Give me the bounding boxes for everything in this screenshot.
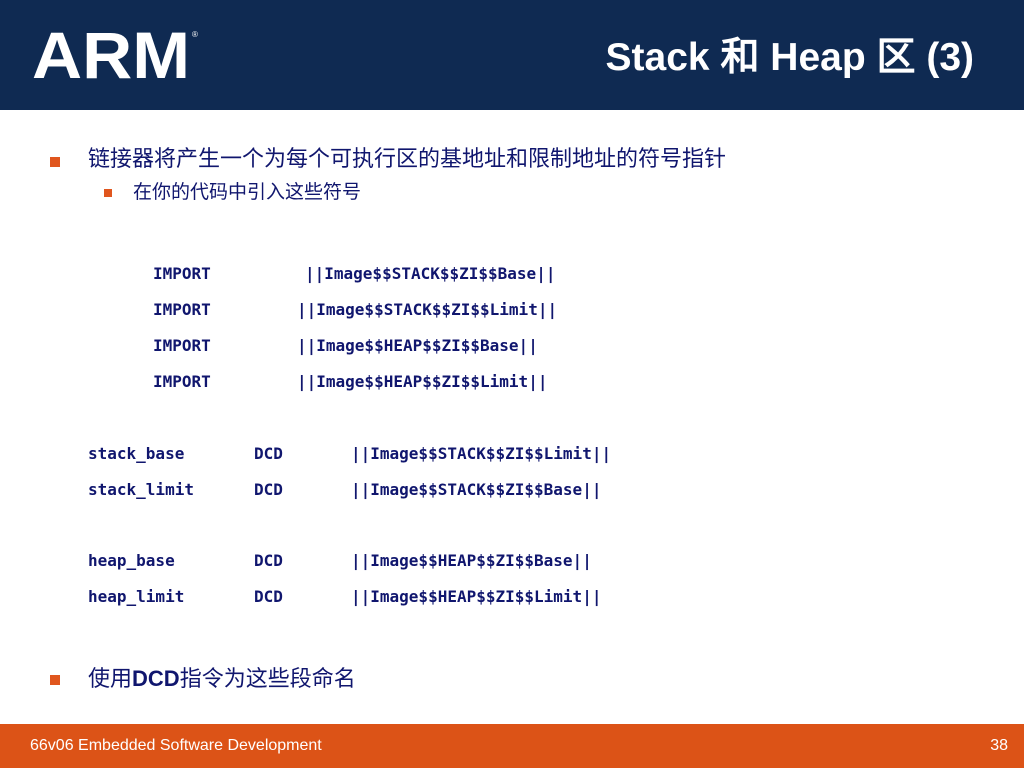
bullet-square-icon: [50, 157, 60, 167]
import-keyword: IMPORT: [153, 372, 211, 391]
bullet-text-2-suffix: 指令为这些段命名: [179, 667, 356, 692]
def-directive: DCD: [254, 551, 283, 570]
bullet-text-2-keyword: DCD: [132, 666, 180, 691]
import-symbol: ||Image$$STACK$$ZI$$Base||: [305, 264, 556, 283]
def-directive: DCD: [254, 444, 283, 463]
bullet-text-1: 链接器将产生一个为每个可执行区的基地址和限制地址的符号指针: [88, 147, 727, 172]
def-directive: DCD: [254, 480, 283, 499]
def-label: heap_limit: [88, 587, 185, 606]
slide-title: Stack 和 Heap 区 (3): [605, 36, 974, 79]
import-keyword: IMPORT: [153, 264, 211, 283]
svg-text:®: ®: [192, 30, 198, 39]
def-value: ||Image$$STACK$$ZI$$Limit||: [351, 444, 612, 463]
page-number: 38: [990, 737, 1008, 754]
import-symbol: ||Image$$HEAP$$ZI$$Base||: [297, 336, 538, 355]
arm-logo-text: ARM: [32, 27, 190, 83]
def-directive: DCD: [254, 587, 283, 606]
def-value: ||Image$$HEAP$$ZI$$Limit||: [351, 587, 602, 606]
import-keyword: IMPORT: [153, 300, 211, 319]
header-bar: ARM ® Stack 和 Heap 区 (3): [0, 0, 1024, 110]
def-label: heap_base: [88, 551, 175, 570]
def-label: stack_base: [88, 444, 185, 463]
def-value: ||Image$$STACK$$ZI$$Base||: [351, 480, 602, 499]
def-label: stack_limit: [88, 480, 194, 499]
import-symbol: ||Image$$HEAP$$ZI$$Limit||: [297, 372, 548, 391]
footer-course-title: 66v06 Embedded Software Development: [30, 737, 322, 754]
def-value: ||Image$$HEAP$$ZI$$Base||: [351, 551, 592, 570]
sub-bullet-text-1: 在你的代码中引入这些符号: [133, 181, 362, 203]
bullet-text-2-prefix: 使用: [88, 667, 133, 692]
import-keyword: IMPORT: [153, 336, 211, 355]
bullet-square-icon: [50, 675, 60, 685]
import-symbol: ||Image$$STACK$$ZI$$Limit||: [297, 300, 558, 319]
sub-bullet-square-icon: [104, 189, 112, 197]
bullet-text-2: 使用DCD指令为这些段命名: [88, 664, 356, 695]
arm-logo: ARM ®: [32, 27, 198, 83]
footer-bar: 66v06 Embedded Software Development 38: [0, 724, 1024, 768]
